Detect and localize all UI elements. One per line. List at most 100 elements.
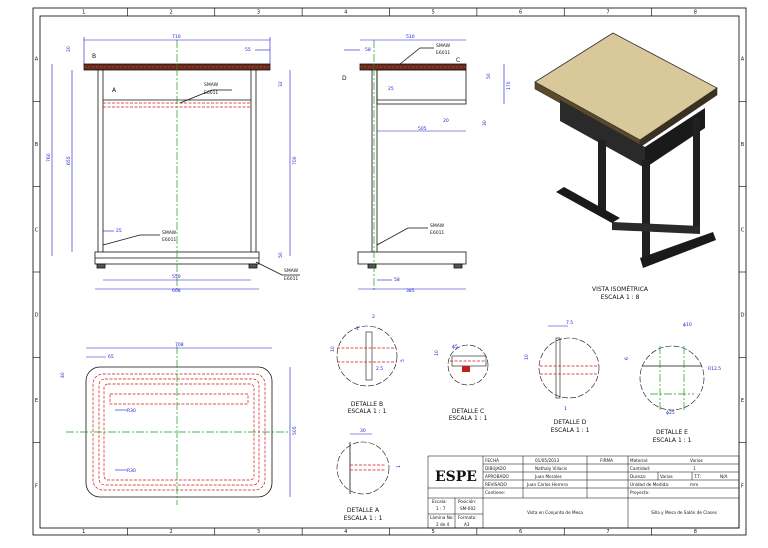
tb-material-label: Material: — [630, 458, 648, 463]
dim-front-25: 25 — [116, 228, 122, 234]
tb-posicion-label: Posición: — [458, 499, 476, 504]
tb-aprobado-value: Juan Morales — [534, 474, 562, 479]
dim-side-20: 20 — [443, 118, 449, 124]
weld-front-1-line1: SMAW — [204, 82, 219, 88]
tb-cantidad-value: 1 — [693, 466, 696, 471]
tb-dibujado-label: DIBUJADO — [485, 466, 507, 471]
dim-top-r30a: R30 — [127, 408, 136, 414]
dim-front-760: 760 — [46, 153, 52, 162]
dim-side-385: 385 — [406, 288, 415, 294]
side-drawer — [376, 69, 467, 105]
dim-front-550: 550 — [172, 274, 181, 280]
dim-front-32: 32 — [278, 81, 284, 87]
grid-col-label: 6 — [519, 10, 522, 16]
grid-col-label: 2 — [169, 529, 172, 535]
grid-row-label: C — [741, 227, 745, 233]
tb-dureza-value: Varias — [660, 474, 673, 479]
detail-c-dim-phi: ϕ5 — [452, 344, 458, 350]
detail-d: 7.5 10 1 DETALLE D ESCALA 1 : 1 — [524, 320, 600, 434]
weld-side-1-line2: E6011 — [436, 50, 450, 56]
detail-b-title: DETALLE B — [351, 401, 383, 408]
detail-c-scale: ESCALA 1 : 1 — [449, 415, 488, 422]
grid-col-label: 2 — [169, 10, 172, 16]
grid-row-label: D — [35, 313, 39, 319]
weld-side-1-line1: SMAW — [436, 43, 451, 49]
tb-contiene-label: Contiene: — [485, 490, 505, 495]
dim-side-58b: 58 — [394, 277, 400, 283]
dim-top-65: 65 — [108, 354, 114, 360]
weld-front-3-line1: SMAW — [284, 268, 299, 274]
iso-title: VISTA ISOMÉTRICA — [592, 285, 649, 293]
tb-material-value: Varios — [690, 458, 703, 463]
tb-escala-value: 1 : 7 — [436, 506, 446, 511]
grid-col-label: 8 — [694, 10, 697, 16]
dim-front-55: 55 — [245, 47, 251, 53]
grid-row-label: B — [741, 142, 745, 148]
tb-proyecto-value: Silla y Mesa de Salón de Clases — [651, 510, 717, 515]
tb-posicion-value: SM-002 — [460, 506, 476, 511]
weld-front-3-line2: E6011 — [284, 276, 298, 282]
detail-b-dim-10: 10 — [330, 346, 336, 352]
dim-front-710: 710 — [172, 34, 181, 40]
label-view-a: A — [112, 87, 117, 94]
front-view: 710 760 655 20 55 700 32 50 25 550 608 B… — [46, 34, 300, 294]
weld-front-1-line2: E6011 — [204, 90, 218, 96]
detail-a-scale: ESCALA 1 : 1 — [344, 515, 383, 522]
tb-formato-label: Formato: — [458, 515, 477, 520]
tb-aprobado-label: APROBADO — [485, 474, 510, 479]
detail-a-dim-30: 30 — [360, 428, 366, 434]
tb-unidad-label: Unidad de Medida: — [630, 482, 669, 487]
detail-e-scale: ESCALA 1 : 1 — [653, 437, 692, 444]
dim-top-708: 708 — [175, 342, 184, 348]
grid-col-label: 8 — [694, 529, 697, 535]
detail-d-dim-10: 10 — [524, 354, 530, 360]
grid-col-label: 7 — [606, 10, 609, 16]
dim-side-30: 30 — [482, 120, 488, 126]
grid-col-label: 7 — [606, 529, 609, 535]
dim-front-655: 655 — [66, 156, 72, 165]
dim-side-505: 505 — [418, 126, 427, 132]
tb-dureza-label: Dureza: — [630, 474, 646, 479]
grid-col-label: 3 — [257, 529, 260, 535]
detail-a-dim-1: 1 — [396, 465, 402, 468]
iso-scale: ESCALA 1 : 8 — [601, 294, 640, 301]
detail-d-scale: ESCALA 1 : 1 — [551, 427, 590, 434]
detail-b-dim-2: 2 — [372, 314, 375, 320]
weld-front-2-line1: SMAW — [162, 230, 177, 236]
tb-contiene-value: Vista en Conjunto de Mesa — [527, 510, 583, 515]
detail-e-dim-phi25: ϕ25 — [666, 410, 675, 416]
dim-side-25: 25 — [388, 86, 394, 92]
detail-b-dim-1: 1 — [356, 326, 359, 332]
detail-a-title: DETALLE A — [347, 507, 380, 514]
tb-cantidad-label: Cantidad: — [630, 466, 650, 471]
detail-b-dim-25: 2.5 — [376, 366, 383, 372]
tb-formato-value: A3 — [464, 522, 470, 527]
tb-tt-label: T.T: — [693, 474, 701, 479]
tb-firma-label: FIRMA — [600, 458, 613, 463]
detail-e-dim-r125: R12.5 — [708, 366, 721, 372]
grid-row-label: F — [741, 483, 744, 489]
tb-lamina-label: Lámina No: — [430, 515, 454, 520]
dim-side-510: 510 — [406, 34, 415, 40]
tb-revisado-value: Juan Carlos Herrera — [526, 482, 568, 487]
detail-b-scale: ESCALA 1 : 1 — [348, 408, 387, 415]
grid-col-label: 3 — [257, 10, 260, 16]
tb-unidad-value: mm — [690, 482, 698, 487]
grid-row-label: E — [741, 398, 744, 404]
detail-d-dim-75: 7.5 — [566, 320, 573, 326]
grid-col-label: 5 — [432, 10, 435, 16]
tb-fecha-label: FECHA — [485, 458, 499, 463]
weld-side-2-line2: E6011 — [430, 230, 444, 236]
detail-d-dim-1: 1 — [564, 406, 567, 412]
detail-b-dim-5: 5 — [400, 359, 406, 362]
tb-fecha-value: 01/05/2013 — [535, 458, 559, 463]
detail-e-dim-6: 6 — [624, 357, 630, 360]
grid-row-label: A — [35, 57, 39, 63]
side-view: 510 58 50 170 25 20 30 505 58 385 D C SM… — [342, 34, 512, 294]
detail-a: 30 1 DETALLE A ESCALA 1 : 1 — [336, 428, 402, 522]
grid-row-label: B — [35, 142, 39, 148]
isometric-view: VISTA ISOMÉTRICA ESCALA 1 : 8 — [534, 32, 718, 301]
